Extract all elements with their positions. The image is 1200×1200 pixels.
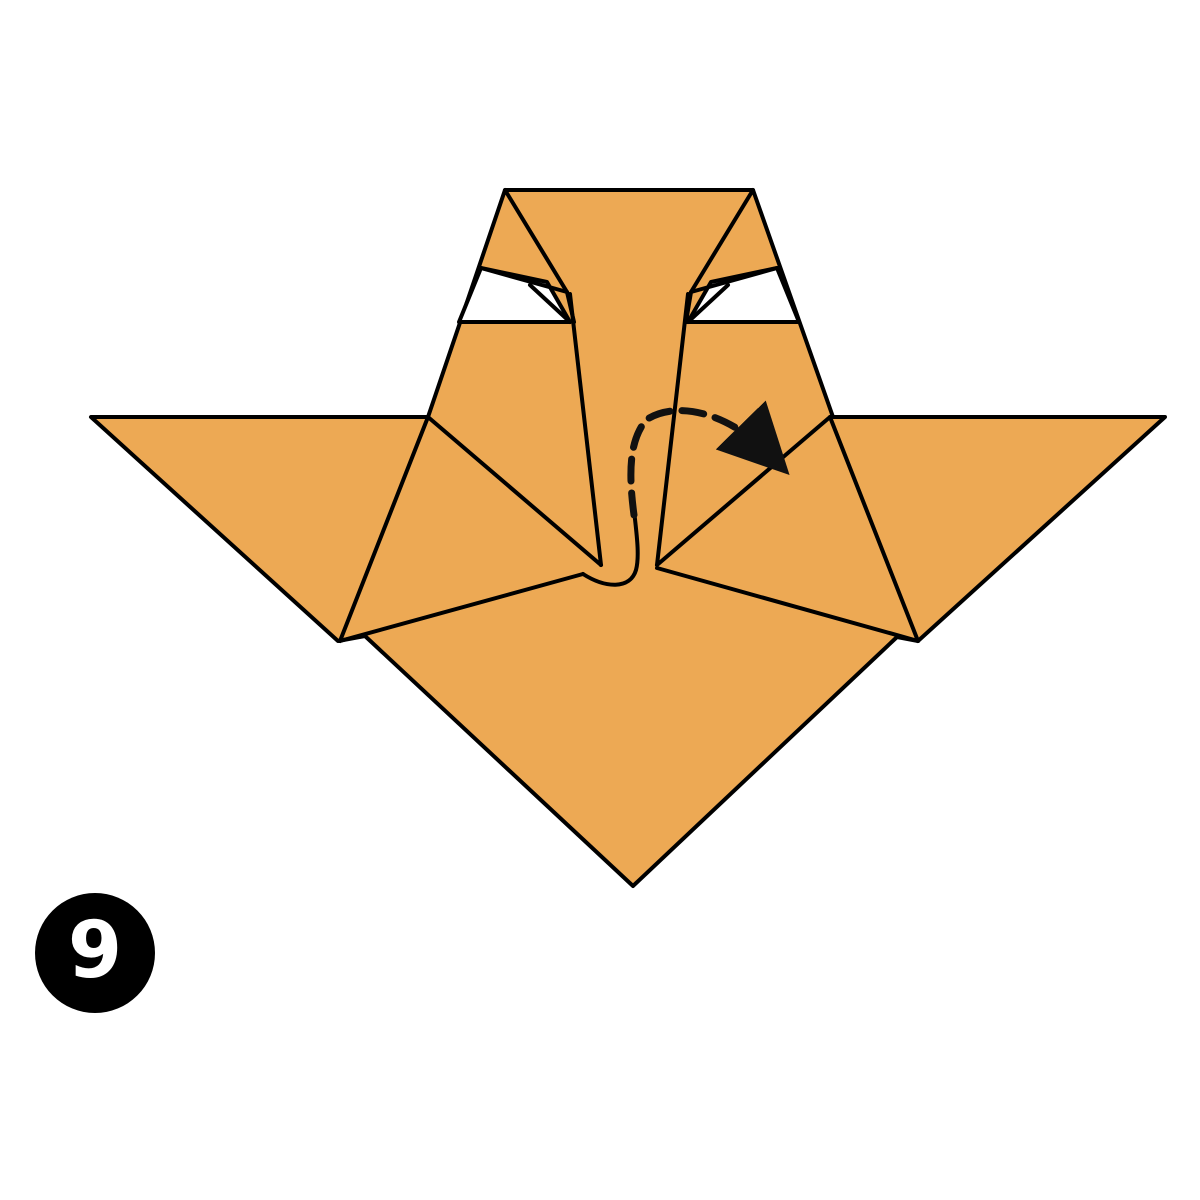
step-number: 9 [67, 906, 123, 996]
right-wing-diagonal [655, 415, 832, 567]
left-gap-crease [528, 283, 572, 324]
left-gap-top-edge [479, 266, 569, 294]
right-wing-inner [828, 415, 920, 643]
strip-curl [581, 508, 640, 587]
paper-model [89, 188, 1167, 888]
right-wing-lower [655, 566, 920, 643]
left-wing-diagonal [426, 415, 603, 567]
left-wing-inner [338, 415, 430, 643]
left-wing-lower [338, 572, 585, 643]
right-gap-crease [686, 283, 730, 324]
center-strip-left-edge [568, 292, 603, 567]
step-number-badge: 9 [35, 893, 155, 1013]
dashed-fold-arrow [627, 400, 790, 519]
right-gap-top-edge [689, 266, 779, 294]
paper-body [89, 188, 1167, 888]
center-strip-right-edge [655, 292, 690, 567]
